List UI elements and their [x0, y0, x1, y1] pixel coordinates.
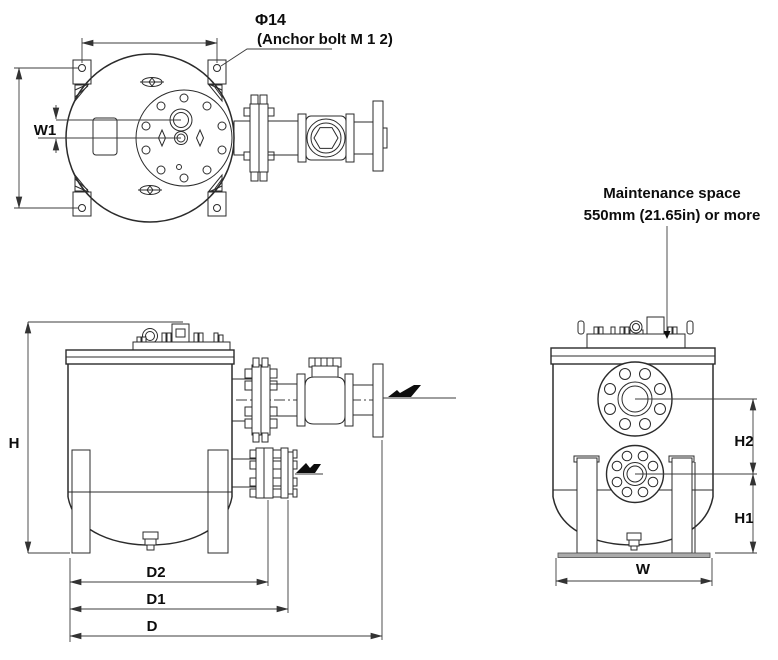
valve-hex-nut: [313, 127, 339, 149]
side-cover-fittings: [577, 316, 694, 349]
legs-side: [573, 455, 696, 554]
eyebolt-left: [577, 320, 585, 335]
cover-plate: [132, 341, 231, 351]
top-view: [65, 53, 388, 223]
shell-side: [552, 364, 714, 497]
anchor-bolt-tabs: [72, 59, 227, 217]
front-view-dimensions: H D2 D1 D: [9, 321, 383, 642]
top-valve-assembly: [233, 94, 388, 182]
flange-bolts-top: [243, 94, 275, 182]
outlet-nozzle-valve: [232, 357, 456, 443]
maintenance-note: Maintenance space 550mm (21.65in) or mor…: [584, 185, 761, 339]
outlet-end-flange: [372, 363, 384, 438]
side-view: [550, 316, 716, 558]
front-cover-fittings: [132, 323, 231, 351]
dim-label-h2: H2: [734, 433, 753, 450]
inlet-flange-bolts: [249, 449, 298, 498]
flow-direction-arrow-outlet: [388, 385, 421, 397]
shell-front: [67, 364, 233, 497]
leg-front-right: [207, 449, 229, 554]
valve-bonnet: [311, 365, 339, 379]
front-view: [65, 323, 456, 554]
cover-plate-side: [586, 333, 686, 349]
dim-label-w: W: [636, 561, 651, 578]
leg-front-left: [71, 449, 91, 554]
drain-plug-side: [626, 532, 642, 551]
outlet-flange-bolts: [244, 357, 278, 443]
handhole-plate: [92, 117, 118, 156]
dim-label-d: D: [147, 618, 158, 635]
anchor-bolt-note-label: (Anchor bolt M 1 2): [257, 31, 393, 48]
maintenance-label-line1: Maintenance space: [603, 185, 741, 202]
top-block-side: [646, 316, 665, 335]
inlet-nozzle: [232, 447, 323, 499]
maintenance-label-line2: 550mm (21.65in) or more: [584, 207, 761, 224]
lifting-lugs-top: [138, 77, 164, 195]
dim-label-h1: H1: [734, 510, 753, 527]
anchor-bolt-leader: [220, 48, 332, 67]
drain-plug-front: [142, 531, 159, 551]
base-plate: [557, 552, 711, 558]
lifting-ring-side: [629, 320, 643, 334]
flow-direction-arrow-inlet: [296, 463, 321, 473]
dim-label-h: H: [9, 435, 20, 452]
dim-label-d1: D1: [146, 591, 165, 608]
valve-body-front: [304, 376, 346, 425]
anchor-bolt-diameter-label: Φ14: [255, 12, 286, 29]
leader-arrow-down: [663, 331, 671, 339]
dim-label-d2: D2: [146, 564, 165, 581]
dim-label-w1: W1: [34, 122, 57, 139]
side-view-dimensions: H2 H1 W Maintenance space 550mm (21.65in…: [555, 185, 761, 586]
eyebolt-right: [686, 320, 694, 335]
top-block: [171, 323, 190, 343]
top-view-dimensions: W1 Φ14 (Anchor bolt M 1 2): [14, 12, 393, 209]
